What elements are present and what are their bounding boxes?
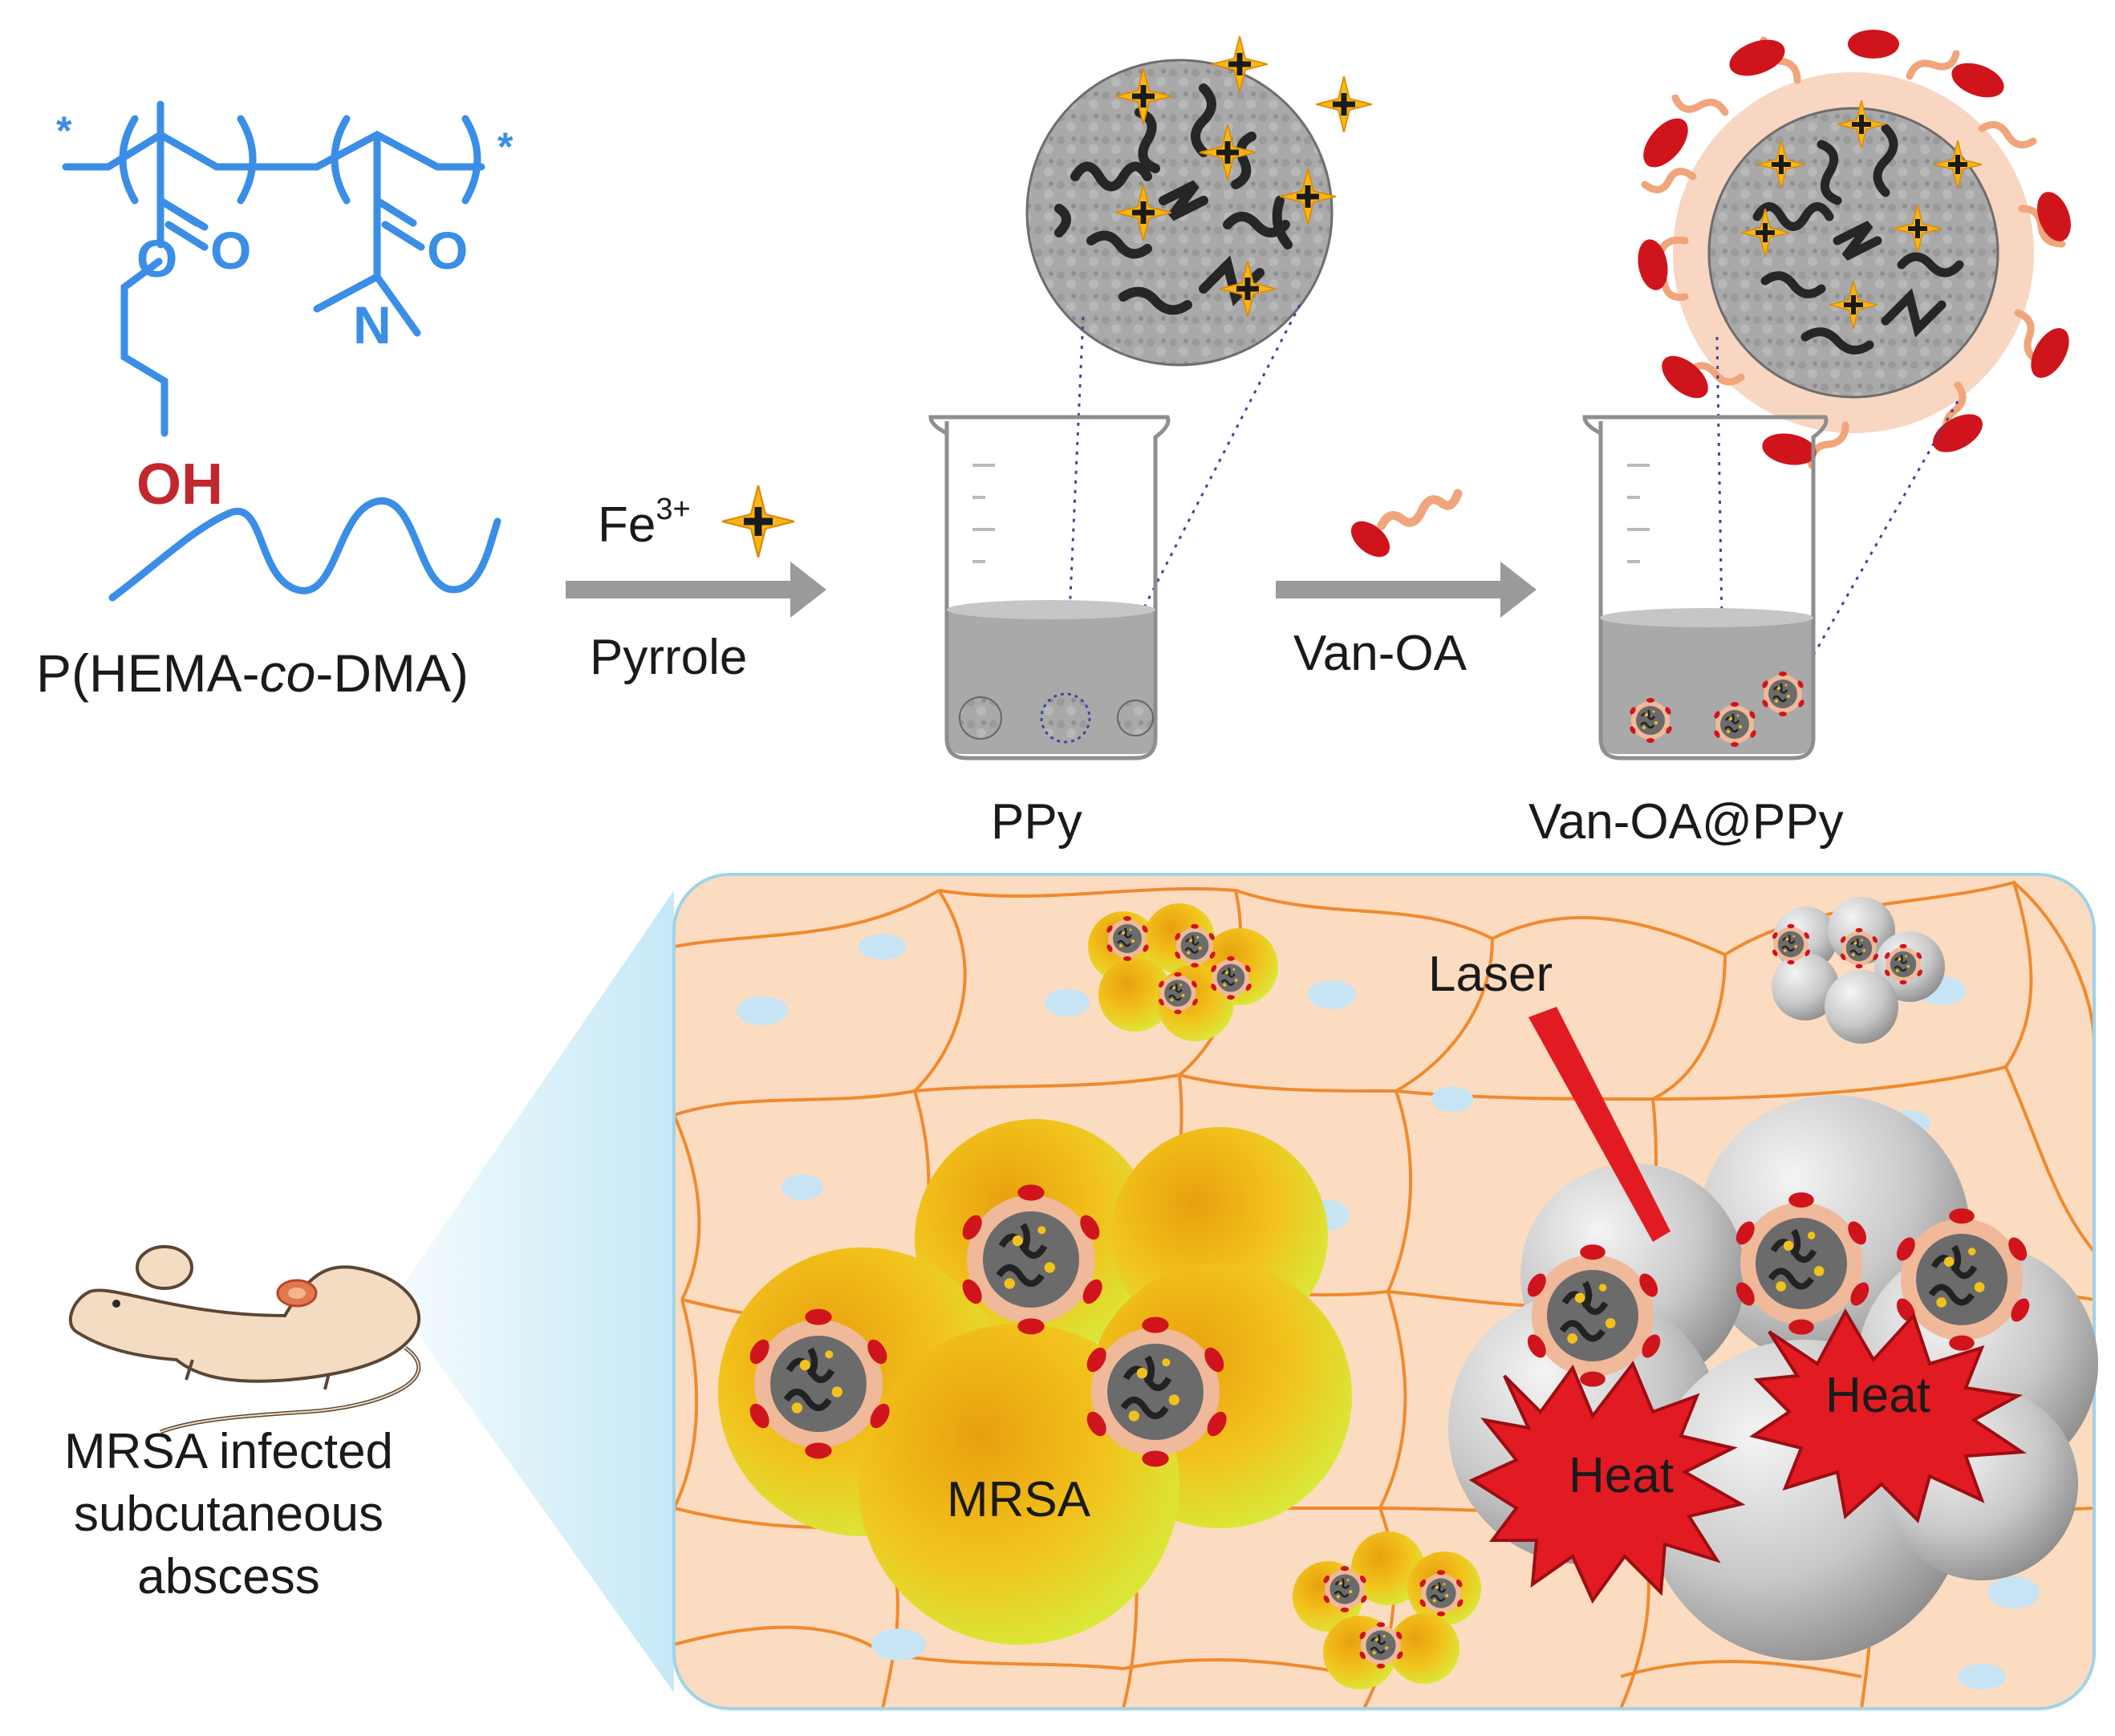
mrsa-cluster (718, 1119, 1352, 1645)
amide-branch (313, 131, 421, 337)
bracket-left-1 (119, 115, 139, 205)
laser-label: Laser (1428, 947, 1553, 1002)
product-van-oa-ppy-label: Van-OA@PPy (1528, 794, 1844, 850)
polymer-structure (62, 100, 501, 602)
ppy-spark-icon-3 (1316, 76, 1372, 132)
heat-burst-left (1468, 1361, 1746, 1604)
van-oa-label: Van-OA (1293, 626, 1468, 681)
beaker-ppy (928, 415, 1171, 761)
product-ppy-label: PPy (991, 794, 1082, 850)
pyrrole-label: Pyrrole (590, 630, 747, 685)
fe-ion-spark-icon (722, 485, 794, 558)
bracket-right-1 (237, 115, 257, 205)
zoom-light-beam (393, 890, 674, 1693)
beaker-van-oa-ppy (1582, 415, 1829, 761)
ppy-zoom-guides (1064, 304, 1301, 727)
polymer-end-star-right: * (497, 124, 514, 169)
polymer-name: P(HEMA-co-DMA) (36, 643, 469, 703)
heat-label-right: Heat (1825, 1368, 1930, 1423)
ester-oxygen: O (136, 229, 177, 288)
iron-ion-label: Fe3+ (598, 493, 691, 553)
mrsa-label: MRSA (947, 1472, 1091, 1527)
ester-carbonyl-o: O (210, 221, 251, 280)
mouse-caption-line-3: abscess (137, 1549, 319, 1604)
polymer-backbone (62, 130, 485, 171)
mouse-caption-line-2: subcutaneous (74, 1487, 384, 1542)
reaction-arrow-2 (1276, 562, 1537, 618)
wavy-chain (108, 497, 501, 602)
polymer-end-star-left: * (56, 108, 72, 153)
van-oa-molecule-icon (1350, 489, 1463, 558)
small-bacteria-cluster-bottom (1293, 1531, 1481, 1689)
bracket-right-2 (461, 115, 481, 205)
amide-double-bond (381, 221, 425, 251)
heat-burst-right (1749, 1308, 2027, 1523)
mouse-illustration (68, 1245, 421, 1434)
reaction-arrow-1 (566, 562, 826, 618)
mouse-caption-line-1: MRSA infected (64, 1424, 393, 1479)
amide-nitrogen: N (353, 295, 392, 355)
amide-carbonyl-o: O (427, 221, 468, 280)
bracket-left-2 (331, 115, 351, 205)
heat-label-left: Heat (1569, 1448, 1674, 1503)
small-dead-bacteria-cluster (1770, 897, 1945, 1044)
ppy-nanoparticle-zoom (1025, 36, 1372, 367)
van-oa-ppy-nanoparticle-zoom (1638, 30, 2071, 469)
small-bacteria-cluster-top (1088, 903, 1278, 1041)
hydroxyl-group: OH (136, 452, 223, 517)
ester-double-bond (156, 197, 209, 251)
laser-beam (1528, 1007, 1670, 1242)
